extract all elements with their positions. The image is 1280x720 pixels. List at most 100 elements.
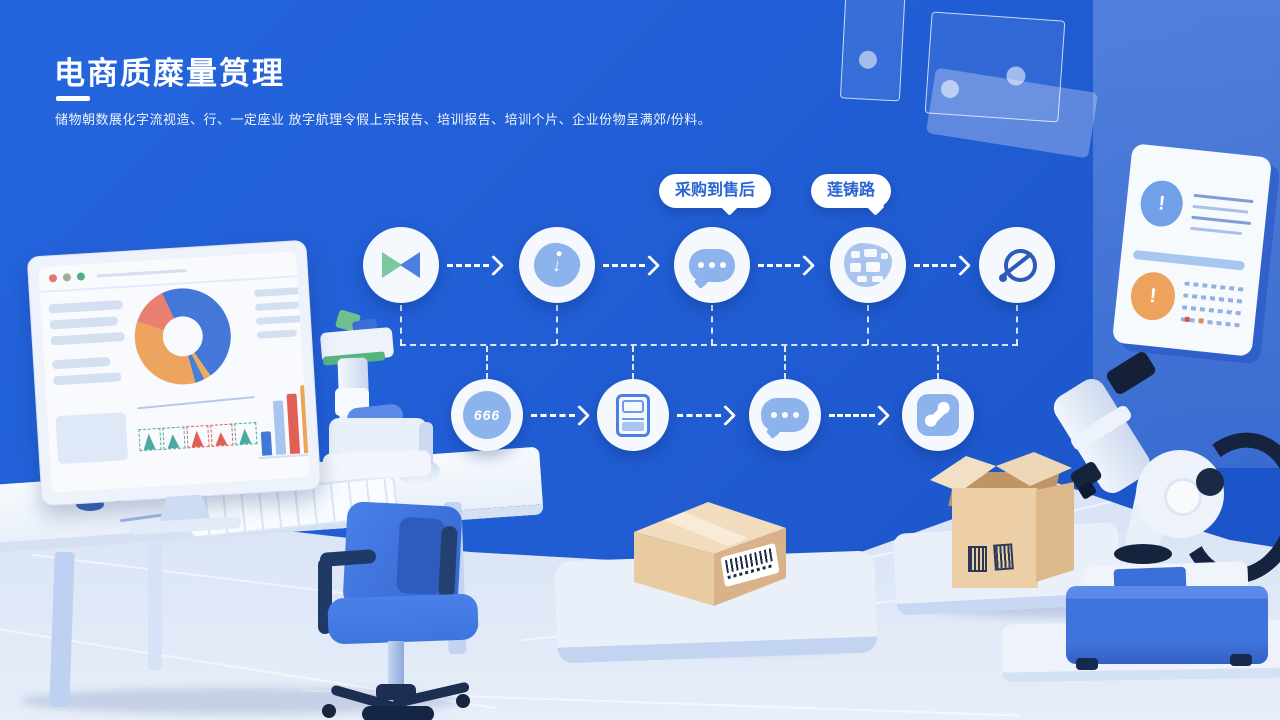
- sparkline-panel: [136, 388, 261, 452]
- connector: [556, 305, 558, 345]
- microscope-stage-dark: [1114, 544, 1172, 564]
- wall-panel-small: [839, 0, 907, 102]
- connector: [400, 305, 402, 345]
- arrowhead-icon: [868, 404, 891, 427]
- title-underline: [56, 96, 90, 101]
- box-front-face: [952, 488, 1038, 588]
- bar: [286, 393, 301, 455]
- chair-wheel-center: [362, 706, 434, 720]
- arrowhead-icon: [638, 254, 661, 277]
- inspect-slash-icon: [996, 244, 1038, 286]
- bar-chart: [258, 376, 310, 456]
- chair-stem: [388, 641, 404, 687]
- spark-cell: [210, 423, 234, 447]
- office-chair: [300, 496, 495, 720]
- connector: [867, 305, 869, 345]
- card-accent-dot: [1184, 316, 1190, 323]
- sidebar-line: [52, 356, 111, 370]
- chair-wheel: [456, 694, 470, 708]
- panel-circle: [939, 78, 961, 100]
- wall-panel-band: [925, 67, 1099, 159]
- bubble-tail: [720, 197, 739, 216]
- merge-triangles-icon: [382, 252, 420, 278]
- chat-dots-icon: [689, 248, 735, 282]
- arrowhead-icon: [949, 254, 972, 277]
- spark-cell: [234, 422, 258, 446]
- sidebar-block: [55, 412, 129, 465]
- bar: [272, 400, 287, 455]
- arrow-right: [531, 404, 591, 427]
- connector: [486, 346, 488, 379]
- trend-line: [137, 396, 255, 410]
- sidebar-line: [49, 316, 118, 330]
- label-printer: [315, 309, 440, 485]
- flow-step-source: [363, 227, 439, 303]
- shipping-box-closed: [628, 500, 790, 608]
- arrowhead-icon: [568, 404, 591, 427]
- flow-step-rating: 666: [451, 379, 523, 451]
- dashboard-mosaic-icon: [844, 243, 892, 287]
- microscope-foot: [1230, 654, 1252, 666]
- phone-icon: [917, 394, 959, 436]
- monitor-screen: [38, 251, 310, 493]
- document-icon: [616, 393, 650, 437]
- sidebar-line: [50, 331, 125, 346]
- flow-label-bubble: 莲铸路: [811, 174, 892, 216]
- connector: [937, 346, 939, 379]
- arrow-right: [758, 254, 816, 277]
- arrow-right: [829, 404, 891, 427]
- chat-dots-icon: [761, 398, 809, 432]
- microscope-cap: [1104, 349, 1158, 397]
- bubble-label: 莲铸路: [827, 182, 876, 199]
- arrow-right: [914, 254, 972, 277]
- card-accent-dot: [1198, 318, 1204, 324]
- spark-cell: [138, 427, 162, 452]
- right-line: [254, 286, 305, 297]
- right-line: [256, 329, 297, 339]
- connector: [784, 346, 786, 379]
- connector: [400, 344, 1018, 346]
- flow-step-intake: ↓: [519, 227, 595, 303]
- gesture-666-icon: 666: [463, 391, 511, 439]
- download-blob-icon: ↓: [531, 240, 583, 290]
- flow-step-feedback: [674, 227, 750, 303]
- arrowhead-icon: [793, 254, 816, 277]
- flow-step-record: [597, 379, 669, 451]
- flow-step-dashboard: [830, 227, 906, 303]
- connector: [711, 305, 713, 345]
- chair-wheel: [322, 704, 336, 718]
- barcode-stamp: [968, 546, 987, 572]
- flow-step-inspection: [979, 227, 1055, 303]
- connector: [632, 346, 634, 379]
- arrow-right: [603, 254, 661, 277]
- microscope: [1048, 349, 1280, 670]
- microscope-joint-hole: [1164, 478, 1202, 516]
- arrowhead-icon: [714, 404, 737, 427]
- spark-cell: [162, 426, 186, 450]
- arrowhead-icon: [482, 254, 505, 277]
- flow-step-message: [749, 379, 821, 451]
- connector: [1016, 305, 1018, 345]
- page-title: 电商质糜量筼理: [54, 56, 285, 91]
- page-subtitle: 储物朝数展化字流视造、行、一定座业 放字航理令假上宗报告、培训报告、培训个片、企…: [55, 112, 712, 127]
- right-line: [254, 301, 300, 311]
- bubble-tail: [866, 197, 885, 216]
- sidebar-line: [48, 300, 123, 314]
- desk-leg: [148, 540, 162, 670]
- sidebar-line: [52, 372, 122, 386]
- chair-back-pad: [396, 516, 445, 596]
- flow-label-bubble: 采购到售后: [659, 174, 772, 216]
- barcode-stamp: [993, 543, 1014, 571]
- chair-seat: [327, 593, 479, 645]
- right-line: [255, 314, 307, 325]
- spark-cell: [186, 425, 210, 449]
- inspection-card: ! !: [1111, 143, 1273, 357]
- microscope-base: [1066, 586, 1268, 664]
- microscope-foot: [1076, 658, 1098, 670]
- microscope-knob: [1196, 468, 1224, 496]
- down-arrow-glyph: ↓: [551, 253, 563, 276]
- arrow-right: [447, 254, 505, 277]
- box-side-face: [1036, 482, 1074, 582]
- bubble-label: 采购到售后: [675, 182, 756, 199]
